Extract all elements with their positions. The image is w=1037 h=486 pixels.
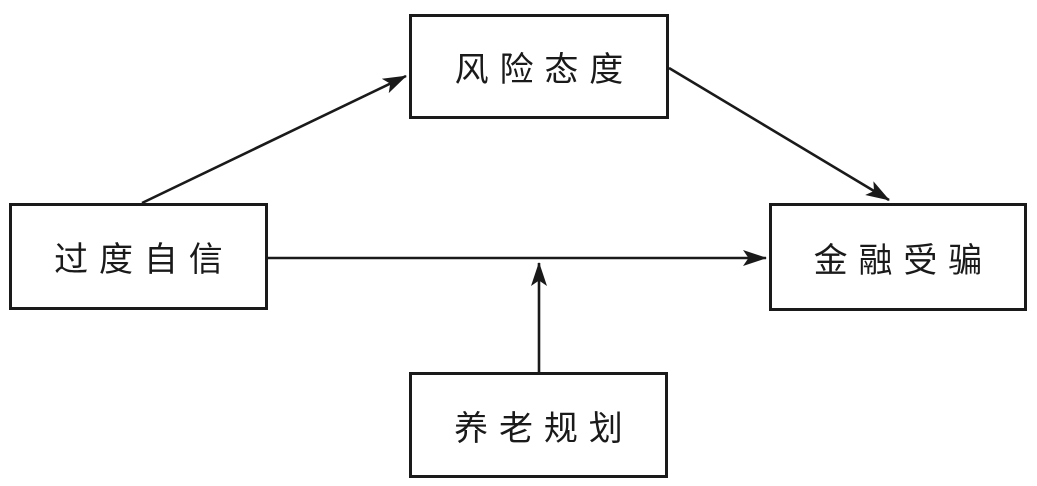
arrow-risk-attitude-to-financial-fraud	[668, 66, 890, 202]
node-retirement-planning-label: 养老规划	[454, 408, 634, 449]
node-risk-attitude-label: 风险态度	[454, 50, 635, 90]
node-retirement-planning: 养老规划	[409, 372, 668, 478]
arrow-overconfidence-to-risk-attitude	[141, 74, 407, 205]
node-overconfidence-label: 过度自信	[54, 240, 234, 280]
node-financial-fraud-label: 金融受骗	[813, 240, 994, 281]
node-risk-attitude: 风险态度	[409, 14, 669, 119]
node-financial-fraud: 金融受骗	[769, 203, 1027, 311]
node-overconfidence: 过度自信	[9, 203, 268, 310]
